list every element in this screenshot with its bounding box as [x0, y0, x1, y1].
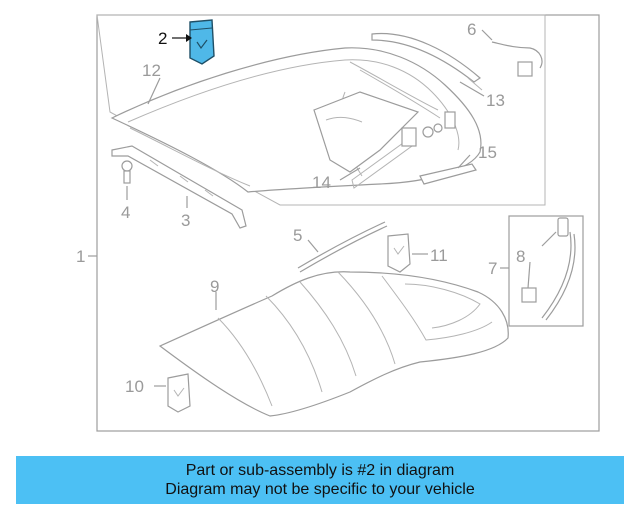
- part-3-side-rail[interactable]: [111, 145, 247, 229]
- banner-line-2: Diagram may not be specific to your vehi…: [165, 481, 475, 498]
- part-11-tag[interactable]: [387, 233, 411, 273]
- callout-11: 11: [430, 246, 448, 265]
- callout-12: 12: [142, 61, 161, 80]
- callout-9: 9: [210, 277, 219, 296]
- banner-line-1: Part or sub-assembly is #2 in diagram: [185, 462, 455, 479]
- callout-8: 8: [516, 247, 525, 266]
- callout-10: 10: [125, 377, 144, 396]
- part-5-rod[interactable]: [297, 221, 388, 273]
- part-10-tag[interactable]: [167, 373, 191, 413]
- part-12-top-cover[interactable]: [110, 47, 482, 193]
- inner-frame: [96, 14, 546, 206]
- leader-lines: [88, 29, 557, 387]
- callout-14: 14: [312, 173, 331, 192]
- callout-2: 2: [158, 29, 167, 48]
- parts-diagram: 1 2 3 4 5 6 7 8 9 10 11 12 13 14 15: [76, 14, 600, 432]
- callout-13: 13: [486, 91, 505, 110]
- callout-3: 3: [181, 211, 190, 230]
- callout-5: 5: [293, 226, 302, 245]
- part-13-rear-trim[interactable]: [371, 32, 483, 91]
- part-4-screw[interactable]: [121, 160, 133, 184]
- part-14-inner-panel[interactable]: [313, 91, 456, 189]
- part-7-box[interactable]: [508, 215, 584, 327]
- callout-15: 15: [478, 143, 497, 162]
- info-banner: Part or sub-assembly is #2 in diagram Di…: [16, 456, 624, 504]
- callout-6: 6: [467, 20, 476, 39]
- callout-7: 7: [488, 259, 497, 278]
- part-2-highlighted-tag[interactable]: [189, 19, 215, 65]
- part-8-rod[interactable]: [521, 217, 576, 321]
- callout-4: 4: [121, 203, 130, 222]
- part-15-seal-strip[interactable]: [419, 163, 477, 185]
- part-6-cable[interactable]: [491, 41, 543, 77]
- callout-1: 1: [76, 247, 85, 266]
- part-9-soft-top[interactable]: [158, 271, 509, 417]
